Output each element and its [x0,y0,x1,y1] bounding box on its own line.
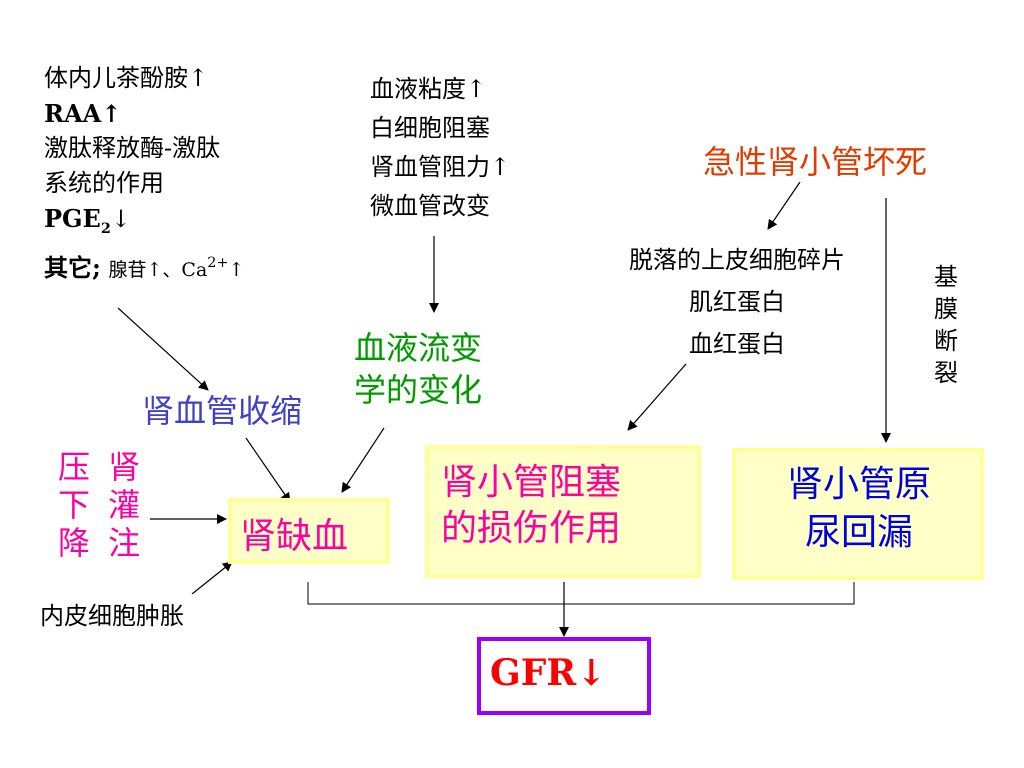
debris-myoglobin: 肌红蛋白 [689,288,785,316]
cause-others: 其它; 腺苷↑、Ca2+↑ [44,252,245,282]
atn-title: 急性肾小管坏死 [703,143,928,181]
cause-catecholamine: 体内儿茶酚胺↑ [44,64,209,92]
gfr-box [477,637,651,715]
cause-kallikrein-kinin-cont: 系统的作用 [44,169,164,197]
perfusion-pressure-drop: 压 下 降 肾 灌 注 [58,448,141,562]
middle-causes-list: 血液粘度↑ 白细胞阻塞 肾血管阻力↑ 微血管改变 [370,70,510,226]
cause-leukocyte-plugging: 白细胞阻塞 [370,114,490,142]
tubular-obstruction-box [425,445,701,578]
arrow-endothelial-to-ischemia [191,561,233,595]
debris-hemoglobin: 血红蛋白 [689,330,785,358]
tubular-backleak-label: 肾小管原 尿回漏 [786,464,931,553]
debris-list: 脱落的上皮细胞碎片 肌红蛋白 血红蛋白 [584,239,890,365]
arrow-vasoconstriction-to-ischemia [245,437,291,503]
endothelial-swelling: 内皮细胞肿胀 [40,602,184,630]
arrow-atn-to-debris [767,181,801,230]
tubular-backleak-box [732,448,984,580]
basement-membrane-rupture: 基 膜 断 裂 [934,263,958,387]
left-causes-list: 体内儿茶酚胺↑ RAA↑ 激肽释放酶-激肽 系统的作用 PGE2↓ 其它; 腺苷… [44,61,244,288]
gfr-label: GFR↓ [490,652,607,694]
debris-epithelial-fragments: 脱落的上皮细胞碎片 [629,246,845,274]
renal-ischemia-box [228,498,390,564]
cause-pge2: PGE2↓ [44,204,131,237]
cause-raa: RAA↑ [44,99,122,128]
cause-renal-vascular-resistance: 肾血管阻力↑ [370,153,511,181]
cause-microvascular-change: 微血管改变 [370,192,490,220]
arrow-hemorheology-to-ischemia [341,427,385,493]
renal-ischemia-label: 肾缺血 [240,516,349,557]
hemorheology-change: 血液流变 学的变化 [354,329,483,409]
renal-vasoconstriction: 肾血管收缩 [142,392,303,430]
cause-kallikrein-kinin: 激肽释放酶-激肽 [44,134,221,162]
arrow-left-causes-to-vasoconstriction [117,307,209,391]
tubular-obstruction-label: 肾小管阻塞 的损伤作用 [441,462,622,549]
cause-blood-viscosity: 血液粘度↑ [370,75,487,103]
bracket-combine-to-gfr [307,582,855,605]
arrow-debris-to-obstruction [627,363,687,431]
